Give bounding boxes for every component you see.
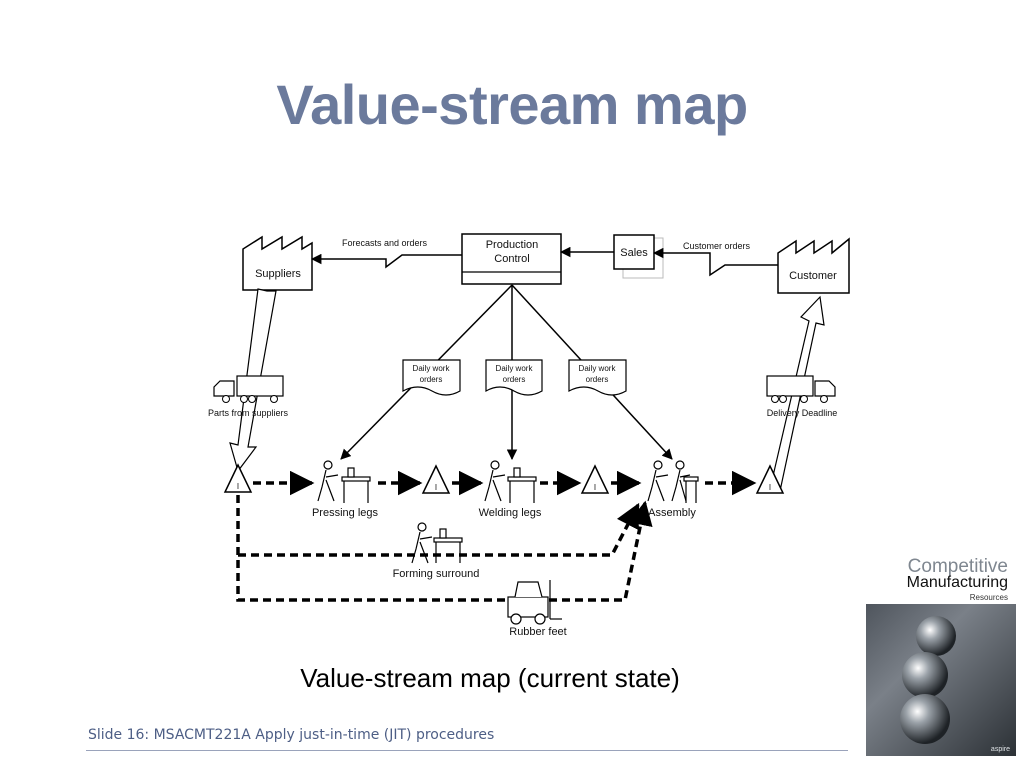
book-cover-title-1: Competitive	[907, 556, 1008, 577]
book-cover-title-3: Resources	[969, 593, 1008, 602]
work-order-label-2a: Daily work	[496, 364, 534, 373]
inventory-triangle-2	[421, 464, 451, 494]
work-order-doc-3	[568, 359, 627, 396]
customer-truck-icon	[766, 375, 836, 403]
assembly-label: Assembly	[648, 507, 696, 519]
book-cover-image: Competitive Manufacturing Resources aspi…	[866, 552, 1016, 756]
customer-label: Customer	[789, 270, 837, 282]
work-order-label-3b: orders	[586, 375, 609, 384]
sales-label: Sales	[620, 247, 648, 259]
parts-from-suppliers-label: Parts from suppliers	[208, 408, 289, 418]
forecasts-label: Forecasts and orders	[342, 238, 428, 248]
delivery-deadline-label: Delivery Deadline	[767, 408, 838, 418]
footer-divider	[86, 750, 848, 751]
inventory-triangle-3	[580, 464, 610, 494]
pressing-legs-label: Pressing legs	[312, 507, 379, 519]
inventory-label-1: I	[237, 482, 239, 491]
sales-box	[613, 234, 664, 279]
forming-surround-workstation-icon	[411, 522, 463, 564]
production-control-label-1: Production	[486, 239, 539, 251]
assembly-workstation-icon	[647, 460, 699, 503]
work-order-doc-2	[485, 359, 543, 396]
work-order-label-1b: orders	[420, 375, 443, 384]
inventory-label-4: I	[769, 483, 771, 492]
push-arrow-forming-2	[238, 502, 640, 557]
suppliers-factory-icon	[242, 235, 313, 291]
chrome-ball-3	[900, 694, 950, 744]
forming-surround-label: Forming surround	[393, 568, 480, 580]
value-stream-diagram: Suppliers Customer Production Control Sa…	[208, 233, 850, 638]
forklift-icon	[507, 580, 562, 625]
supplier-truck-icon	[213, 375, 284, 403]
customer-orders-zigzag-arrow	[652, 247, 778, 277]
suppliers-label: Suppliers	[255, 268, 301, 280]
forecasts-zigzag-arrow	[310, 253, 462, 269]
customer-factory-icon	[777, 237, 850, 294]
inventory-triangle-4	[755, 464, 785, 494]
chrome-ball-1	[916, 616, 956, 656]
welding-legs-workstation-icon	[484, 460, 537, 503]
work-order-doc-1	[402, 359, 461, 396]
customer-orders-label: Customer orders	[683, 241, 751, 251]
inventory-triangle-1	[223, 463, 253, 493]
work-order-label-2b: orders	[503, 375, 526, 384]
production-control-label-2: Control	[494, 253, 529, 265]
push-arrow-forming	[236, 495, 653, 602]
pressing-legs-workstation-icon	[317, 460, 371, 503]
work-order-label-1a: Daily work	[413, 364, 451, 373]
slide-footer: Slide 16: MSACMT221A Apply just-in-time …	[88, 727, 495, 743]
book-cover-title-2: Manufacturing	[906, 574, 1008, 591]
book-cover-publisher: aspire	[990, 746, 1010, 753]
welding-legs-label: Welding legs	[479, 507, 542, 519]
chrome-ball-2	[902, 652, 948, 698]
work-order-label-3a: Daily work	[579, 364, 617, 373]
production-control-box	[461, 233, 562, 285]
diagram-caption: Value-stream map (current state)	[300, 663, 680, 693]
book-cover-title-band	[866, 552, 1016, 604]
inventory-label-2: I	[435, 483, 437, 492]
inventory-label-3: I	[594, 483, 596, 492]
slide-title: Value-stream map	[276, 73, 748, 136]
rubber-feet-label: Rubber feet	[509, 626, 566, 638]
